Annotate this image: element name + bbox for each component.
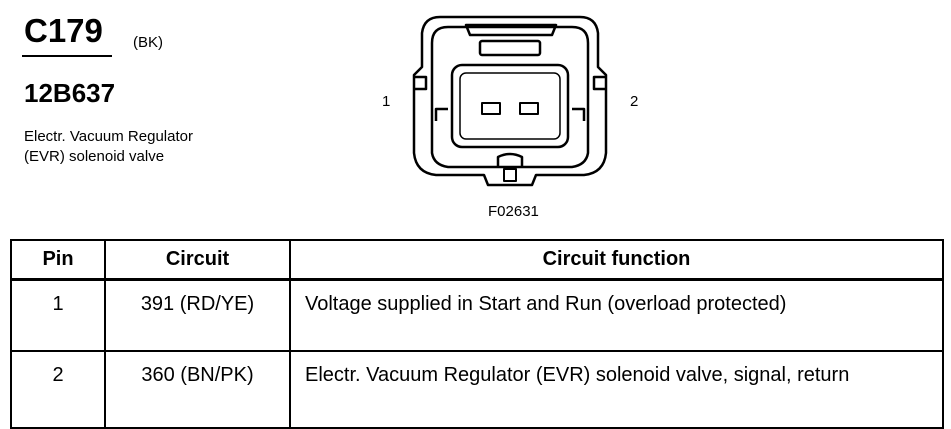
connector-id-underline	[22, 55, 112, 57]
connector-latch	[464, 23, 558, 37]
part-number: 12B637	[24, 78, 116, 108]
connector-id: C179	[24, 12, 103, 49]
cell-pin: 1	[10, 278, 106, 352]
connector-outer-housing	[412, 15, 608, 187]
cell-circuit-function: Voltage supplied in Start and Run (overl…	[289, 278, 944, 352]
pin-table: Pin Circuit Circuit function 1 391 (RD/Y…	[10, 239, 944, 429]
terminal-pin-2	[519, 102, 539, 115]
connector-color-code: (BK)	[133, 34, 163, 51]
table-row: 2 360 (BN/PK) Electr. Vacuum Regulator (…	[10, 350, 944, 429]
header-pin: Pin	[10, 239, 106, 281]
cell-circuit: 391 (RD/YE)	[104, 278, 291, 352]
pin-label-1: 1	[382, 93, 391, 110]
figure-reference: F02631	[488, 203, 539, 220]
terminal-cavity-block	[450, 63, 570, 149]
pin-label-2: 2	[630, 93, 639, 110]
header-circuit-function: Circuit function	[289, 239, 944, 281]
terminal-pin-1	[481, 102, 501, 115]
cell-circuit: 360 (BN/PK)	[104, 350, 291, 429]
header-circuit: Circuit	[104, 239, 291, 281]
connector-latch-window	[478, 39, 542, 57]
connector-key	[496, 152, 524, 167]
pin-table-header-row: Pin Circuit Circuit function	[10, 239, 944, 281]
table-row: 1 391 (RD/YE) Voltage supplied in Start …	[10, 278, 944, 352]
connector-inner-wall	[430, 25, 590, 169]
cell-pin: 2	[10, 350, 106, 429]
component-description: Electr. Vacuum Regulator (EVR) solenoid …	[24, 128, 193, 165]
connector-face-diagram	[412, 15, 608, 187]
cell-circuit-function: Electr. Vacuum Regulator (EVR) solenoid …	[289, 350, 944, 429]
